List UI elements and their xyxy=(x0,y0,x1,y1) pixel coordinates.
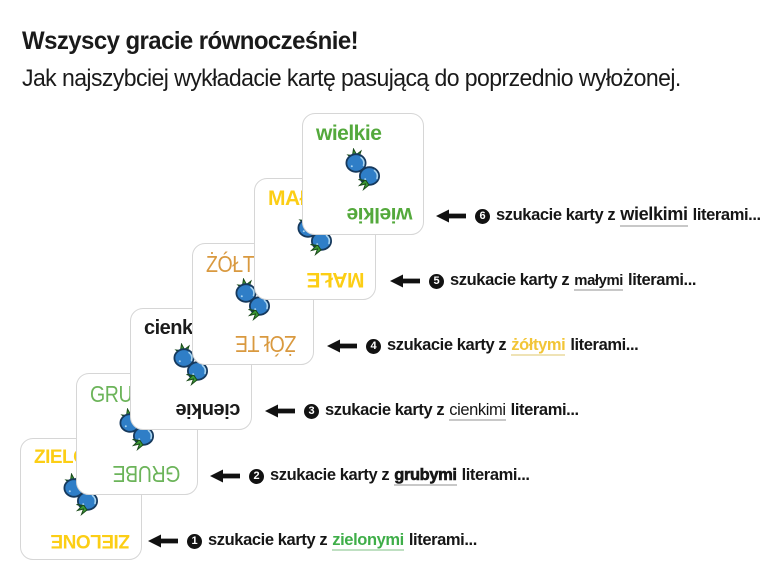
card-word-bottom: GRUBE xyxy=(112,461,181,487)
highlight-word: zielonymi xyxy=(332,531,404,552)
left-arrow-icon xyxy=(148,534,178,548)
card-word-top: wielkie xyxy=(316,122,382,145)
title-line-1: Wszyscy gracie równocześnie! xyxy=(22,27,359,55)
title-line-2: Jak najszybciej wykładacie kartę pasując… xyxy=(22,65,681,93)
card-wielkie: wielkie wielkie xyxy=(302,113,424,235)
step-number-badge: 2 xyxy=(249,468,264,484)
card-word-bottom: wielkie xyxy=(346,203,412,226)
highlight-word: wielkimi xyxy=(620,205,688,227)
blueberries-icon xyxy=(345,148,381,191)
card-word-bottom: ŻÓŁTE xyxy=(235,331,297,357)
left-arrow-icon xyxy=(210,469,240,483)
step-number-badge: 5 xyxy=(429,273,444,289)
left-arrow-icon xyxy=(327,339,357,353)
card-cienkie: cienkie cienkie xyxy=(130,308,252,430)
card-word-bottom: ZIELONE xyxy=(51,530,130,551)
highlight-word: małymi xyxy=(574,273,623,292)
card-word-top: ŻÓŁTE xyxy=(206,251,267,277)
step-number-badge: 3 xyxy=(304,403,319,419)
highlight-word: cienkimi xyxy=(449,401,506,422)
highlight-word: grubymi xyxy=(394,466,457,487)
page-title: Wszyscy gracie równocześnie! Jak najszyb… xyxy=(22,26,752,94)
step-number-badge: 4 xyxy=(366,338,381,354)
card-word-bottom: MAŁE xyxy=(306,268,365,291)
step-number-badge: 1 xyxy=(187,533,202,549)
step-number-badge: 6 xyxy=(475,208,490,224)
left-arrow-icon xyxy=(265,404,295,418)
card-word-bottom: cienkie xyxy=(175,399,240,421)
highlight-word: żółtymi xyxy=(511,336,566,357)
left-arrow-icon xyxy=(390,274,420,288)
left-arrow-icon xyxy=(436,209,466,223)
